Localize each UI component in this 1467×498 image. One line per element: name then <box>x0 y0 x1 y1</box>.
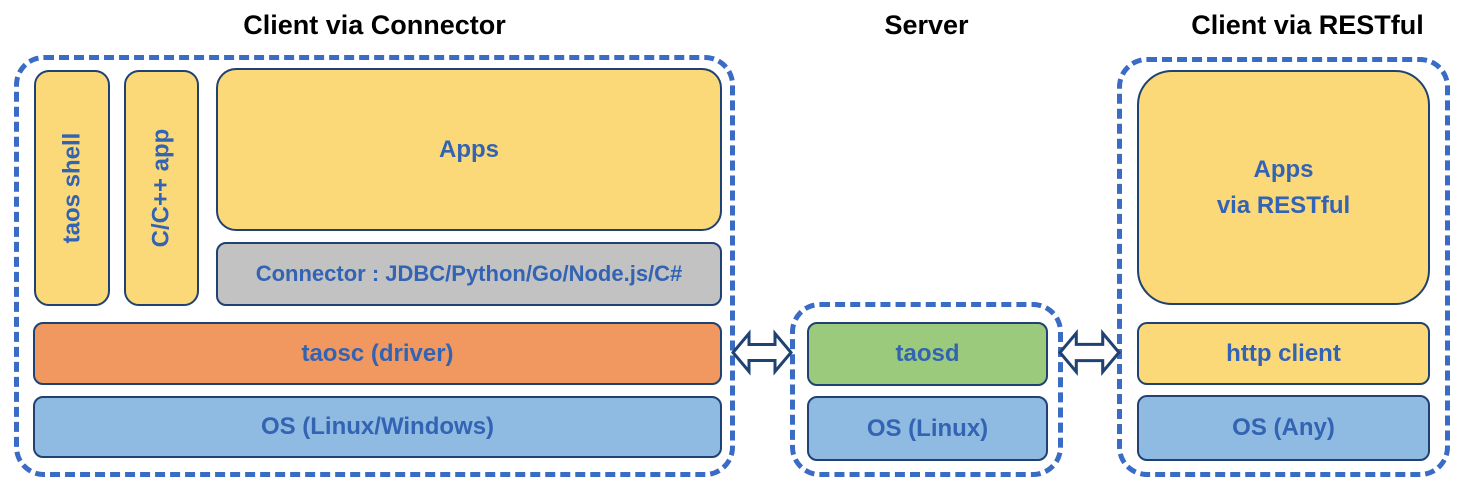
section-title-client-via-restful: Client via RESTful <box>1191 10 1424 40</box>
section-title-server: Server <box>884 10 969 40</box>
apps-via-restful-box: Apps via RESTful <box>1137 70 1430 305</box>
connector-box: Connector : JDBC/Python/Go/Node.js/C# <box>216 242 722 306</box>
apps-via-restful-label: Apps via RESTful <box>1216 155 1351 219</box>
apps-label: Apps <box>439 135 499 163</box>
section-title-client-via-connector: Client via Connector <box>243 10 506 40</box>
connector-label: Connector : JDBC/Python/Go/Node.js/C# <box>255 261 683 286</box>
c-cpp-app-box: C/C++ app <box>124 70 199 306</box>
taosc-driver-label: taosc (driver) <box>301 339 454 367</box>
http-client-label: http client <box>1226 339 1341 367</box>
os-any-box: OS (Any) <box>1137 395 1430 461</box>
os-linux-windows-box: OS (Linux/Windows) <box>33 396 722 458</box>
taosd-box: taosd <box>807 322 1048 386</box>
taosd-label: taosd <box>895 340 960 367</box>
section-server: taosd OS (Linux) <box>790 302 1063 477</box>
c-cpp-app-label: C/C++ app <box>147 128 175 248</box>
section-client-via-connector: taos shell C/C++ app Apps Connector : JD… <box>14 55 735 477</box>
http-client-box: http client <box>1137 322 1430 385</box>
taosc-driver-box: taosc (driver) <box>33 322 722 385</box>
double-headed-arrow-icon <box>1058 329 1121 376</box>
os-linux-box: OS (Linux) <box>807 396 1048 461</box>
double-headed-arrow-icon <box>731 329 793 376</box>
taos-shell-box: taos shell <box>34 70 110 306</box>
section-client-via-restful: Apps via RESTful http client OS (Any) <box>1117 57 1450 477</box>
os-linux-label: OS (Linux) <box>866 414 989 442</box>
apps-box: Apps <box>216 68 722 231</box>
taos-shell-label: taos shell <box>58 132 85 244</box>
os-any-label: OS (Any) <box>1232 414 1335 441</box>
os-linux-windows-label: OS (Linux/Windows) <box>260 413 495 440</box>
